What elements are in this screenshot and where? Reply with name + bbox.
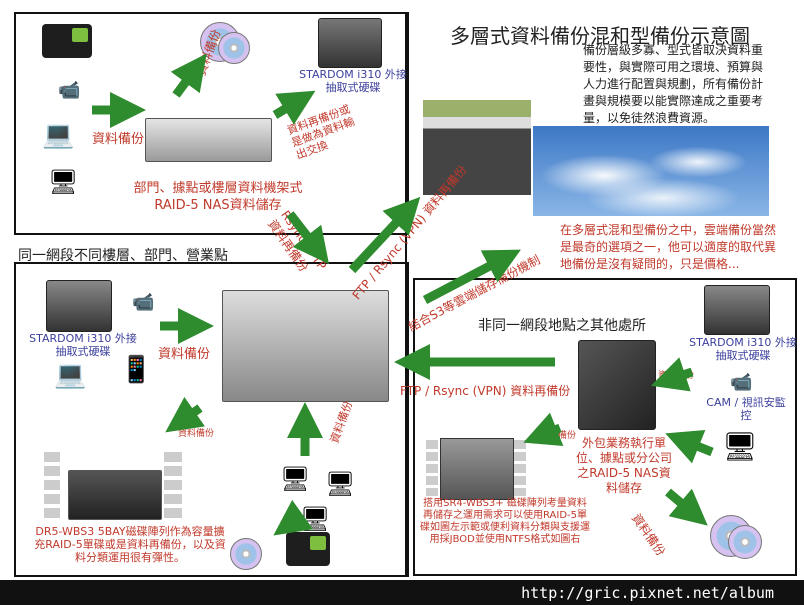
sr4-disks — [426, 440, 438, 496]
outsource-caption: 外包業務執行單位、據點或分公司之RAID-5 NAS資料儲存 — [575, 436, 672, 495]
rack-photo — [423, 100, 531, 195]
intro-text: 備份層級多寡、型式皆取決資料重要性，與實際可用之環境、預算與人力進行配置與規劃，… — [583, 43, 764, 125]
disc-image-5 — [728, 525, 762, 559]
stardom-drive-right — [704, 285, 770, 335]
camera-icon-3: 📹 — [730, 372, 753, 393]
camera-icon-2: 📹 — [132, 292, 155, 313]
backup-label-a: 資料備份 — [92, 132, 145, 147]
stardom-right-label: STARDOM i310 外接抽取式硬碟 — [689, 336, 797, 362]
stardom-drive-left — [46, 280, 112, 332]
page-title: 多層式資料備份混和型備份示意圖 — [450, 24, 750, 48]
backup-label-c: 資料備份 — [158, 347, 211, 362]
dr5-disks — [164, 452, 182, 522]
tablet-icon: 📱 — [120, 355, 153, 385]
sr4-caption: 搭用SR4-WBS3+ 磁碟陣列考量資料再儲存之運用需求可以使用RAID-5單碟… — [420, 498, 590, 545]
stardom-drive-top — [318, 18, 382, 68]
arrow-nas-to-stardom — [272, 90, 316, 125]
arrow-center-to-dr5 — [165, 396, 206, 433]
cam-label: CAM / 視訊安監控 — [706, 396, 786, 422]
arrow-top-to-center — [286, 211, 330, 265]
rack-nas-center — [222, 290, 389, 402]
arrow-center-to-sky — [348, 196, 421, 274]
arrow-pc-to-nas4 — [665, 429, 714, 464]
top-left-caption: 部門、據點或樓層資料機架式RAID-5 NAS資料儲存 — [133, 181, 303, 213]
usb-drive-image-2 — [286, 532, 330, 566]
desktop-group-icon: 🖥 — [280, 465, 311, 493]
arrow-nas4-to-sr4 — [523, 412, 564, 447]
dr5-rack — [68, 470, 162, 520]
laptop-icon-2: 💻 — [54, 360, 87, 390]
stardom-left-label: STARDOM i310 外接抽取式硬碟 — [29, 332, 137, 358]
arrow-pcs-to-usb — [273, 499, 314, 536]
arrow-nas4-to-disc — [665, 488, 708, 526]
ftp-vpn-left-label: FTP / Rsync (VPN) 資料再備份 — [400, 384, 571, 398]
disc-image-3 — [230, 538, 262, 570]
dr5-disks-left — [44, 452, 60, 522]
diff-network-heading: 非同一網段地點之其他處所 — [478, 318, 646, 334]
rack-nas-top — [145, 118, 272, 162]
desktop-icon: 🖥 — [48, 168, 79, 196]
arrow-cam-to-nas4 — [650, 357, 694, 392]
arrows-layer — [92, 53, 714, 536]
backup-label-d: 資料備份 — [178, 429, 215, 439]
same-network-heading: 同一網段不同樓層、部門、營業點 — [18, 248, 228, 264]
camera-icon: 📹 — [58, 80, 81, 101]
arrow-center-to-cloud — [422, 249, 521, 304]
desktop-group-icon-2: 🖥 — [325, 470, 356, 498]
laptop-icon: 💻 — [42, 120, 75, 150]
stardom-top-label: STARDOM i310 外接抽取式硬碟 — [299, 68, 407, 94]
cloud-image — [533, 126, 769, 216]
cloud-note: 在多層式混和型備份之中，雲端備份當然是最奇的選項之一，他可以適度的取代異地備份是… — [560, 223, 777, 271]
usb-drive-image — [42, 24, 92, 58]
divider-line — [405, 12, 407, 577]
sr4-disks-right — [514, 440, 526, 496]
sr4-image — [440, 438, 514, 500]
dr5-caption: DR5-WBS3 5BAY磁碟陣列作為容量擴充RAID-5單碟或是資料再備份，以… — [34, 525, 226, 564]
disc-image-2 — [218, 32, 250, 64]
arrow-nas-to-disc — [170, 53, 207, 98]
footer-url: http://gric.pixnet.net/album — [0, 580, 804, 605]
desktop-icon-right: 🖥 — [722, 430, 758, 463]
